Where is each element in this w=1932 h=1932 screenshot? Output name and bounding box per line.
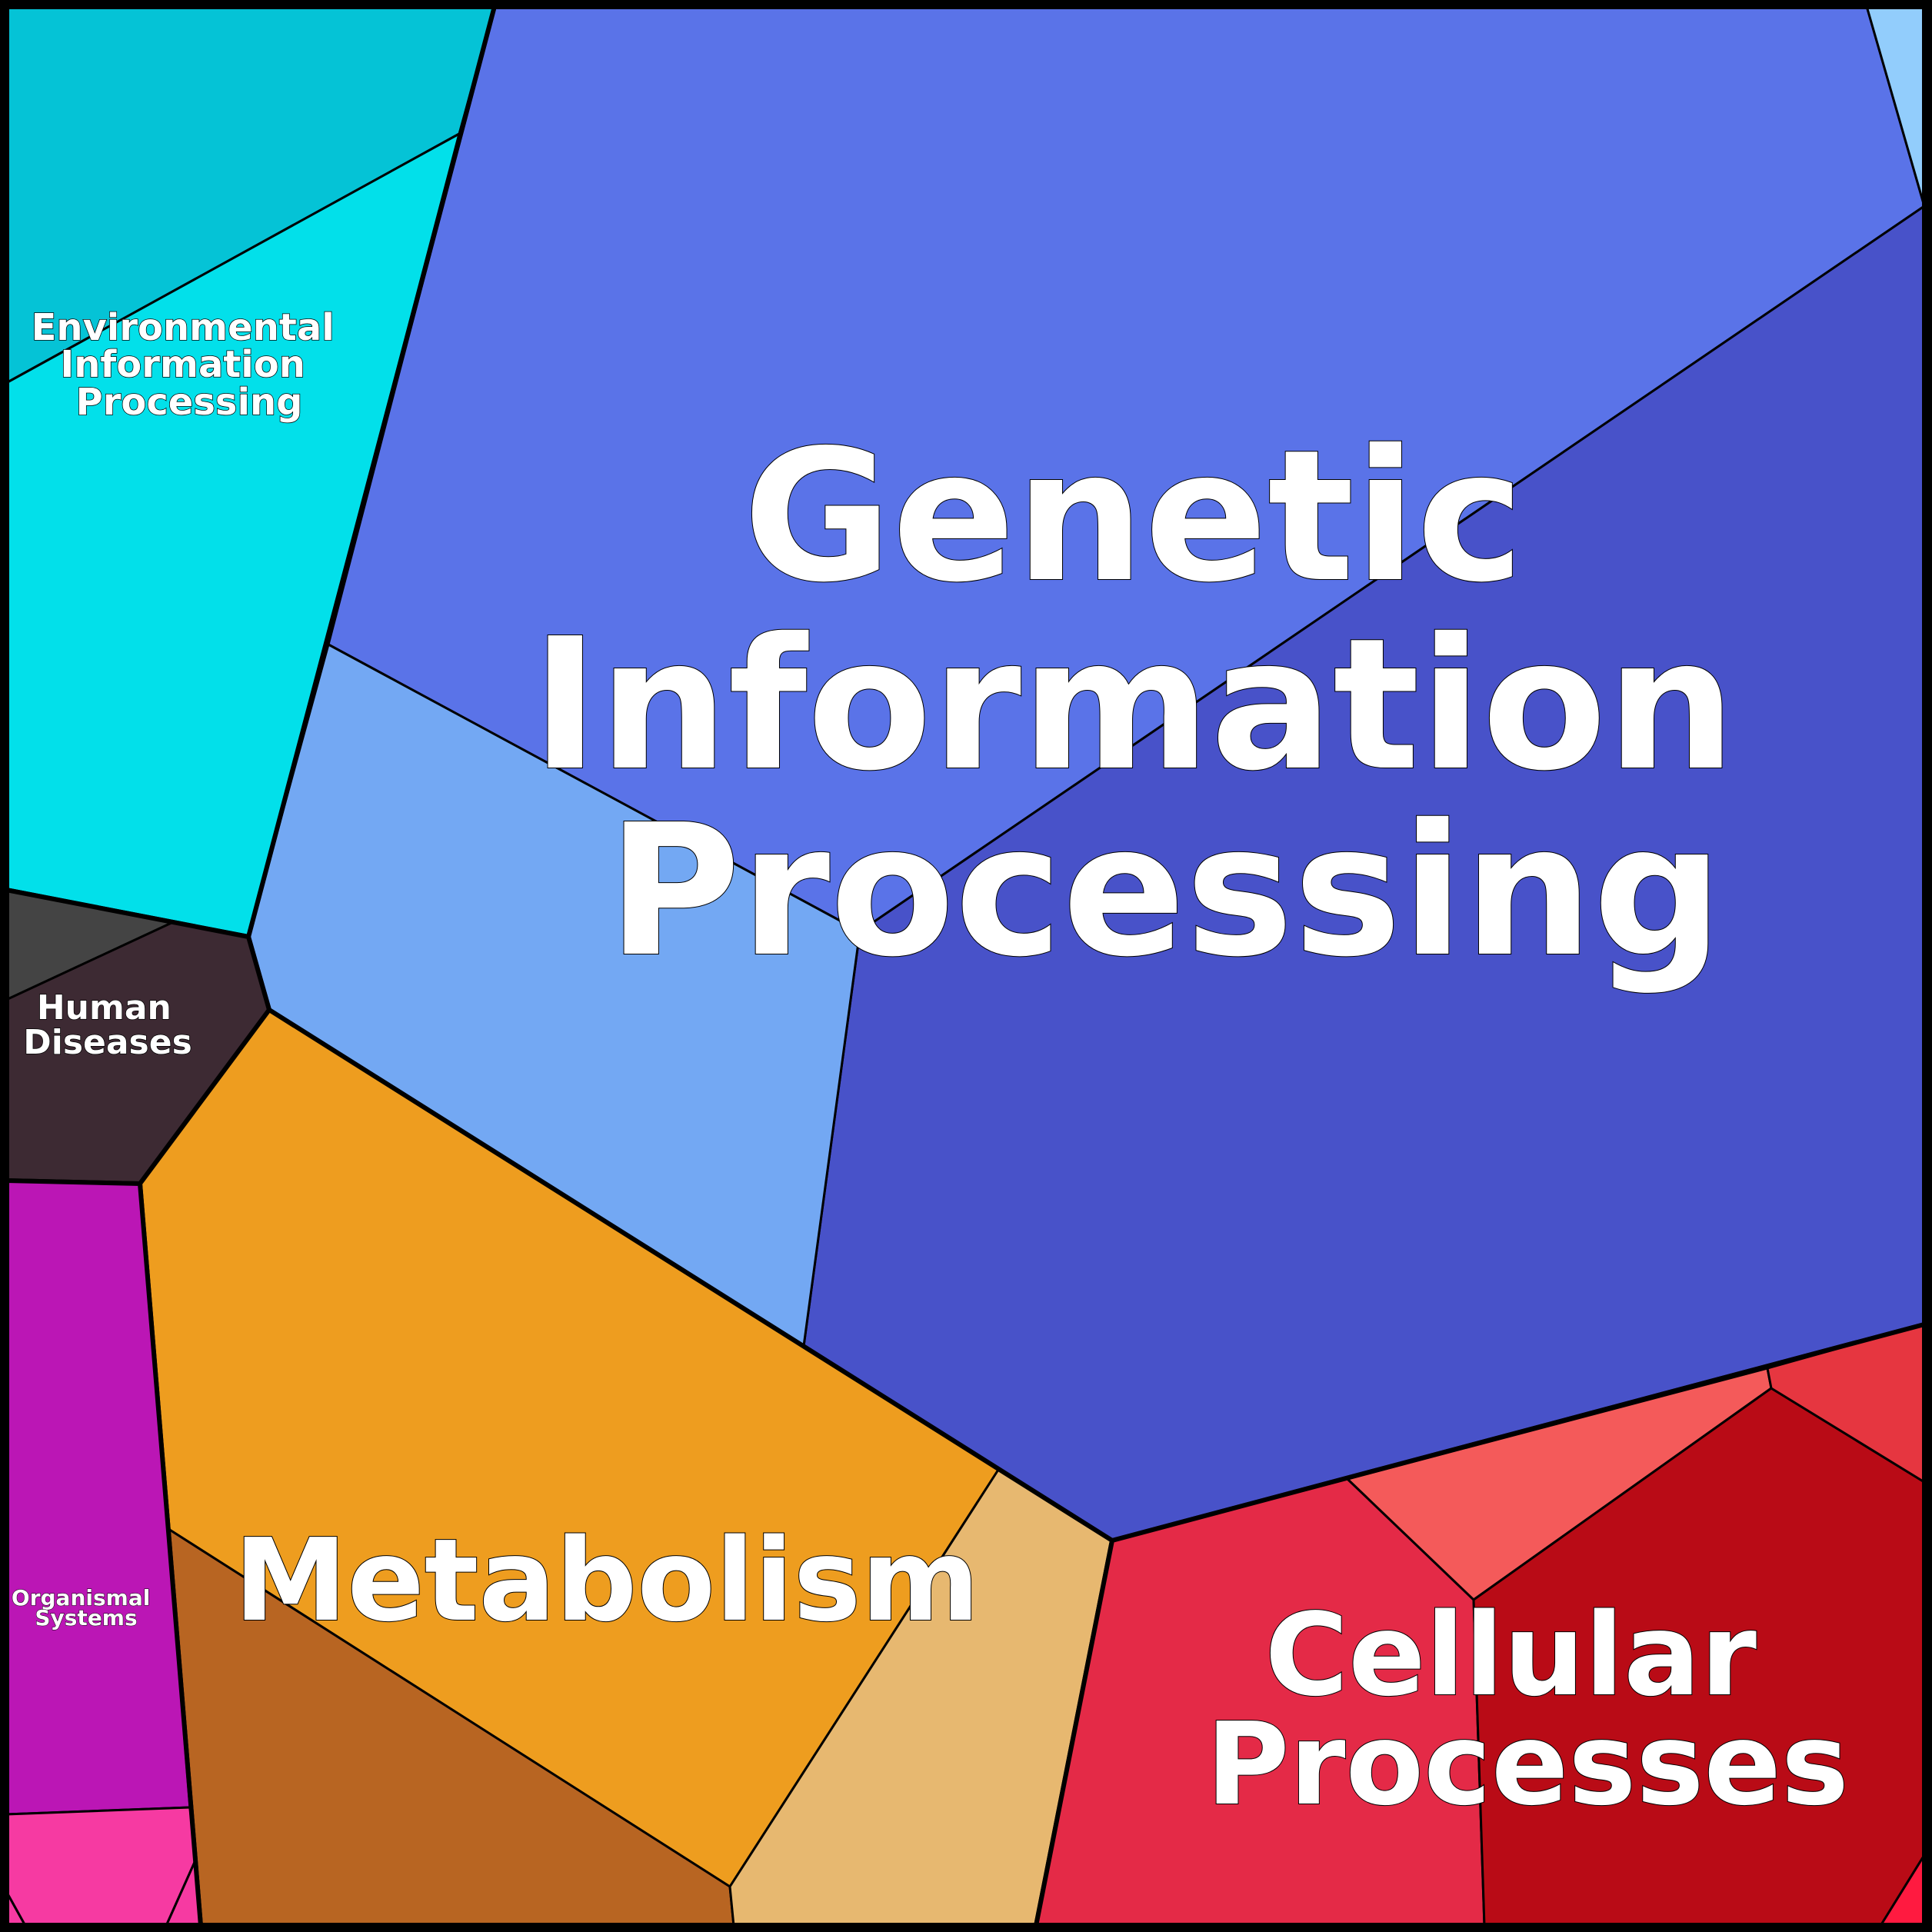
category-genetic-information-processing [246,4,1927,1543]
label-organismal-systems: Organismal Systems [12,1585,158,1631]
category-human-diseases [4,888,271,1186]
label-environmental-information-processing: Environmental Information Processing [32,306,348,424]
label-metabolism: Metabolism [234,1514,980,1647]
category-metabolism [138,1008,1114,1928]
category-cellular-processes [1034,1322,1927,1928]
organismal-cell-2[interactable] [5,1806,197,1927]
label-cellular-processes: Cellular Processes [1206,1589,1849,1830]
category-environmental-information-processing [4,4,497,939]
label-human-diseases: Human Diseases [23,988,192,1062]
label-genetic-information-processing: Genetic Information Processing [531,411,1799,997]
